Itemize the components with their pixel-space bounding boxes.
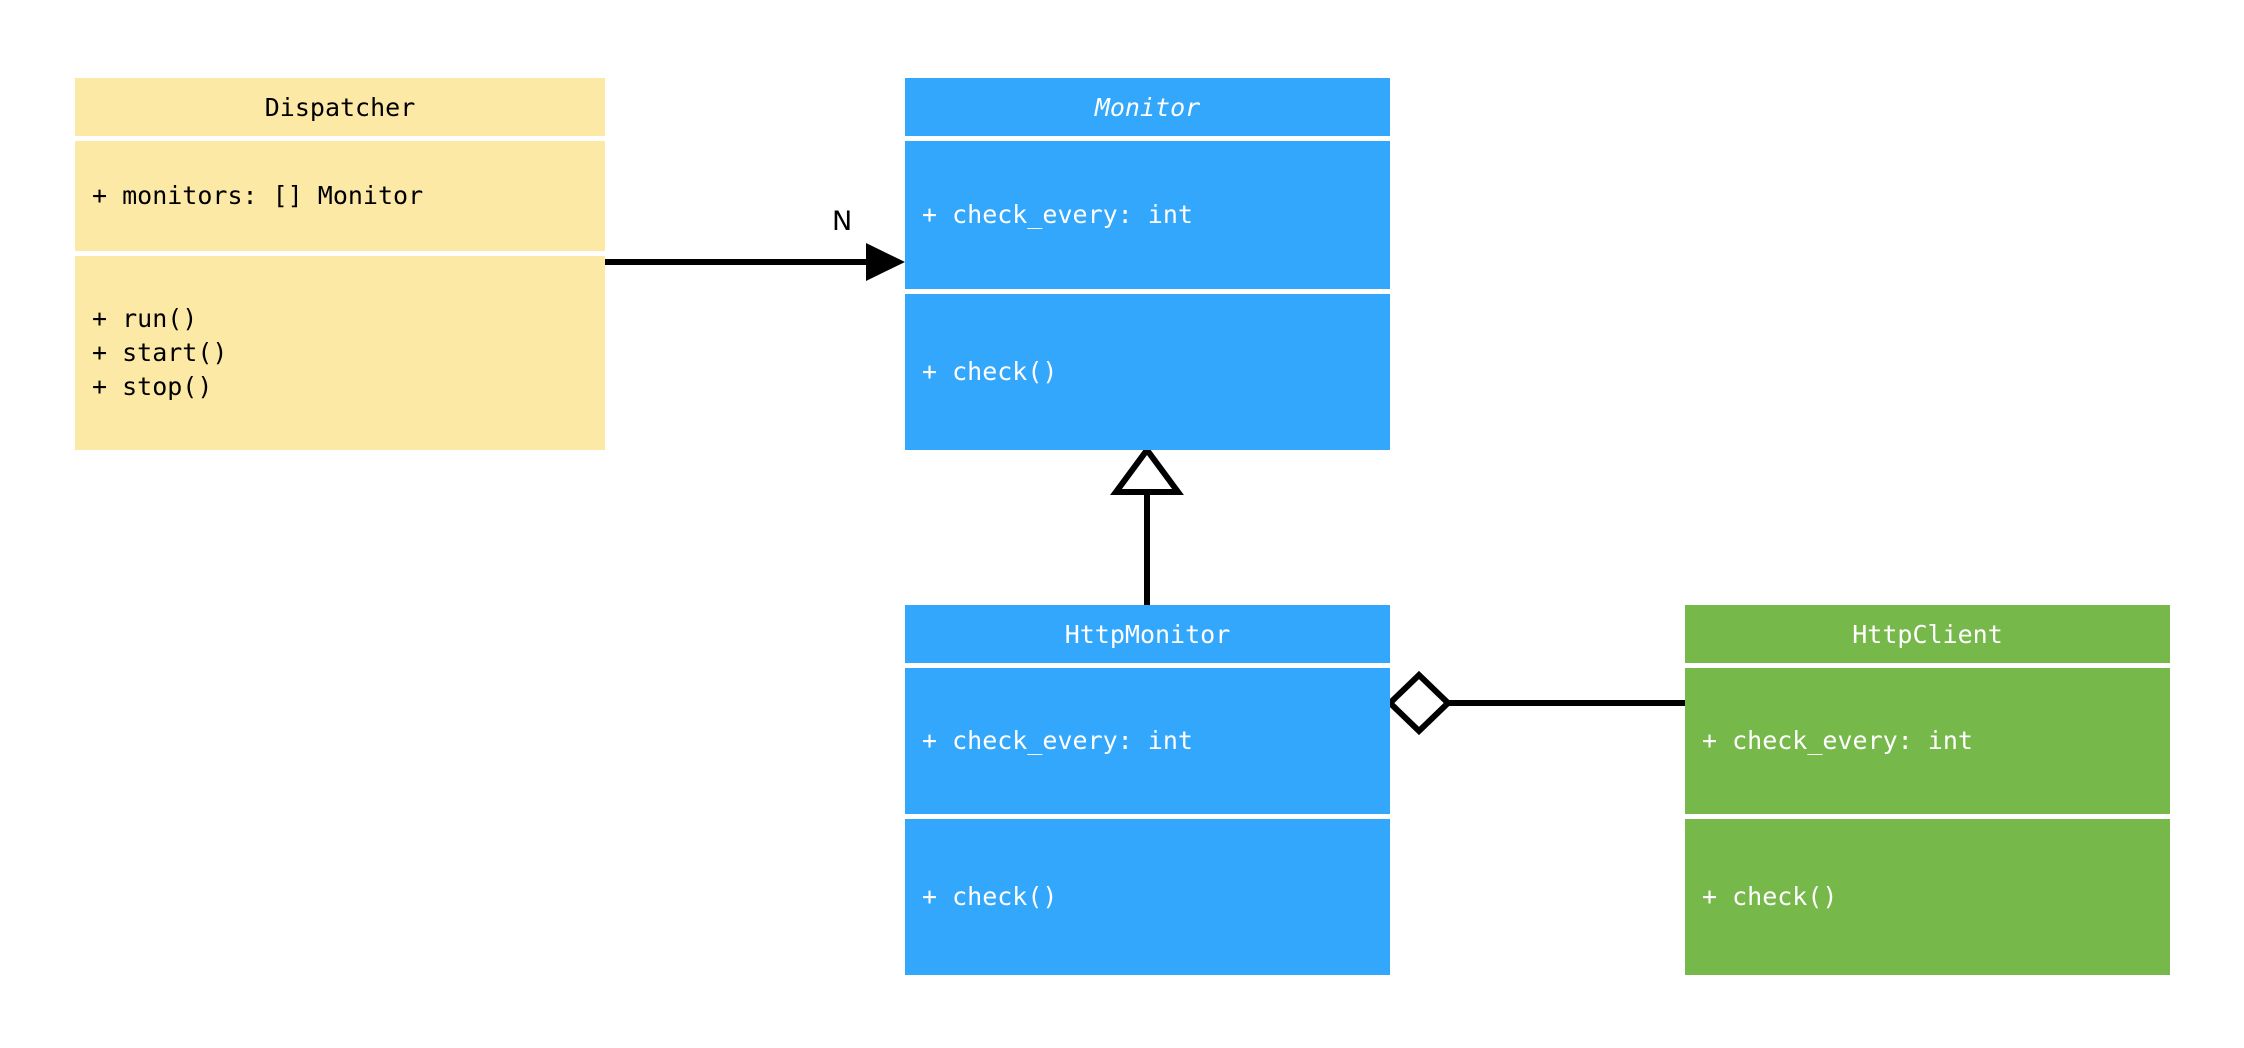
- class-methods-dispatcher: + run() + start() + stop(): [75, 256, 605, 450]
- uml-class-dispatcher[interactable]: Dispatcher + monitors: [] Monitor + run(…: [75, 78, 605, 450]
- class-attributes-dispatcher: + monitors: [] Monitor: [75, 141, 605, 251]
- class-methods-monitor: + check(): [905, 294, 1390, 450]
- method-row: + start(): [92, 338, 228, 367]
- method-row: + check(): [922, 882, 1058, 911]
- method-row: + run(): [92, 304, 198, 333]
- class-title-http-monitor: HttpMonitor: [905, 605, 1390, 663]
- class-attributes-http-client: + check_every: int: [1685, 668, 2170, 814]
- class-methods-http-monitor: + check(): [905, 819, 1390, 975]
- attribute-row: + check_every: int: [922, 726, 1193, 755]
- method-row: + stop(): [92, 372, 213, 401]
- connector-dispatcher-to-monitor: [605, 243, 905, 281]
- method-row: + check(): [1702, 882, 1838, 911]
- class-title-http-client: HttpClient: [1685, 605, 2170, 663]
- hollow-diamond-icon: [1385, 670, 1453, 736]
- uml-class-http-monitor[interactable]: HttpMonitor + check_every: int + check(): [905, 605, 1390, 975]
- hollow-triangle-icon: [1110, 444, 1184, 495]
- uml-class-http-client[interactable]: HttpClient + check_every: int + check(): [1685, 605, 2170, 975]
- class-attributes-http-monitor: + check_every: int: [905, 668, 1390, 814]
- uml-class-monitor[interactable]: Monitor + check_every: int + check(): [905, 78, 1390, 450]
- class-title-dispatcher: Dispatcher: [75, 78, 605, 136]
- class-methods-http-client: + check(): [1685, 819, 2170, 975]
- filled-arrowhead-icon: [866, 243, 905, 281]
- attribute-row: + check_every: int: [922, 200, 1193, 229]
- class-title-monitor: Monitor: [905, 78, 1390, 136]
- attribute-row: + check_every: int: [1702, 726, 1973, 755]
- attribute-row: + monitors: [] Monitor: [92, 181, 424, 210]
- class-attributes-monitor: + check_every: int: [905, 141, 1390, 289]
- connector-httpmonitor-to-httpclient: [1385, 670, 1685, 736]
- connector-httpmonitor-to-monitor: [1110, 444, 1184, 605]
- association-multiplicity-label: N: [832, 206, 853, 237]
- method-row: + check(): [922, 357, 1058, 386]
